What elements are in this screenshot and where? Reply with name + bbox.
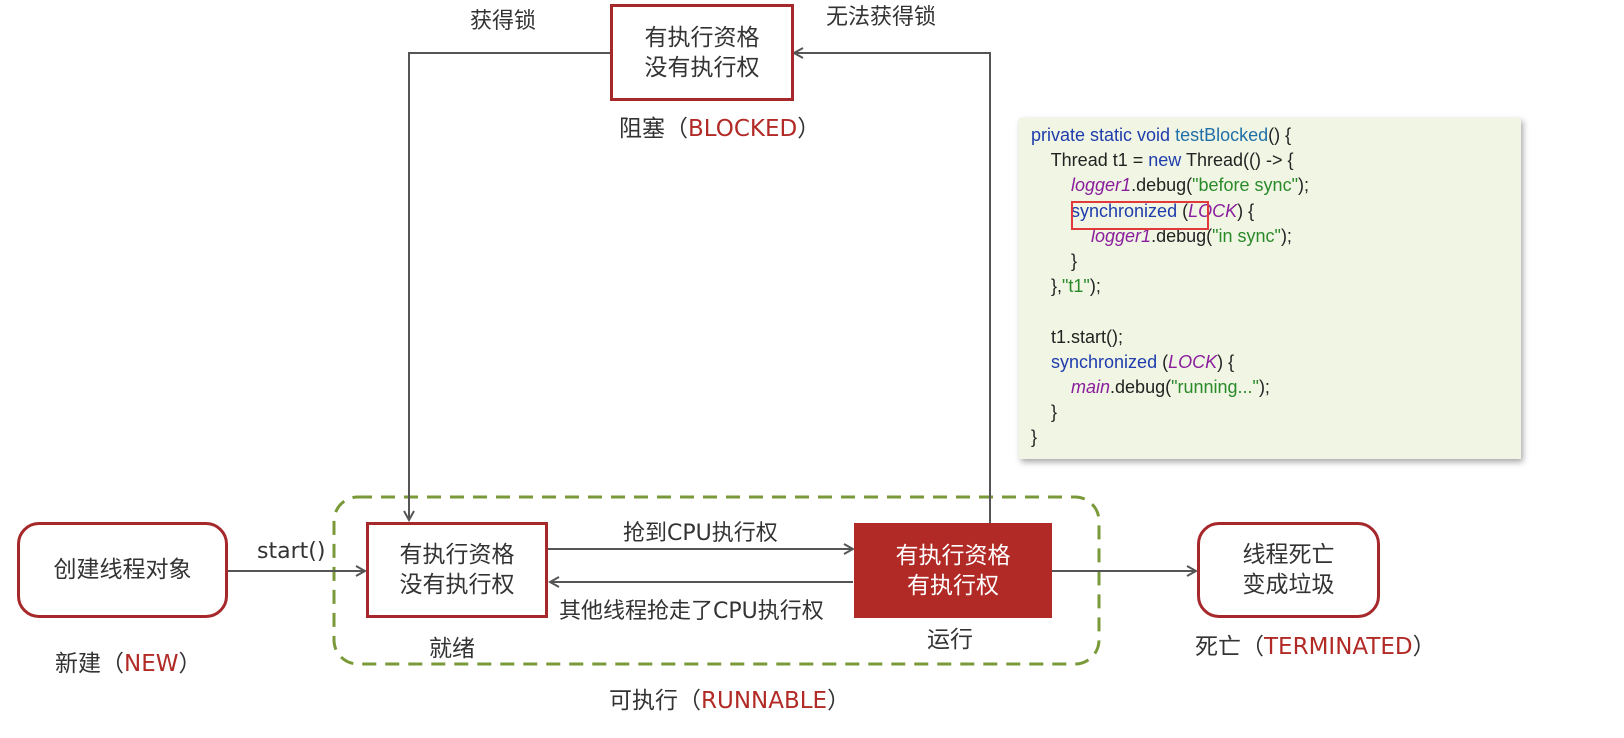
code-token: "running..." bbox=[1171, 376, 1259, 397]
ready-box-line-1: 有执行资格 bbox=[399, 542, 515, 568]
runnable-label-close: ） bbox=[827, 688, 851, 714]
new-box-text: 创建线程对象 bbox=[53, 557, 192, 583]
terminated-state-box: 线程死亡 变成垃圾 bbox=[1197, 522, 1380, 618]
code-token: LOCK bbox=[1168, 351, 1218, 372]
ready-state-label: 就绪 bbox=[429, 636, 475, 662]
new-state-box: 创建线程对象 bbox=[17, 522, 228, 618]
code-token: "in sync" bbox=[1212, 225, 1281, 246]
code-token: private static void bbox=[1031, 125, 1176, 145]
blocked-state-label: 阻塞（BLOCKED） bbox=[619, 115, 820, 143]
code-line: t1.start(); bbox=[1031, 325, 1521, 350]
grab-cpu-label: 抢到CPU执行权 bbox=[623, 521, 778, 546]
code-token: LOCK bbox=[1188, 200, 1238, 221]
blocked-label-en: BLOCKED bbox=[688, 116, 798, 142]
new-label-en: NEW bbox=[124, 651, 179, 677]
new-label-close: ） bbox=[178, 651, 202, 677]
code-token: ); bbox=[1089, 276, 1101, 297]
code-line: main.debug("running..."); bbox=[1031, 375, 1521, 400]
code-token: main bbox=[1071, 376, 1111, 397]
code-token: synchronized bbox=[1071, 200, 1183, 221]
arrow-acquire-lock bbox=[409, 52, 610, 520]
fail-lock-label: 无法获得锁 bbox=[826, 5, 937, 30]
runnable-label-cn: 可执行（ bbox=[609, 688, 701, 714]
code-token: ); bbox=[1280, 225, 1292, 246]
blocked-box-line-1: 有执行资格 bbox=[644, 24, 760, 51]
code-token: Thread t1 = bbox=[1031, 150, 1149, 171]
lose-cpu-label: 其他线程抢走了CPU执行权 bbox=[559, 599, 824, 624]
runnable-group-label: 可执行（RUNNABLE） bbox=[609, 687, 850, 715]
code-line: logger1.debug("before sync"); bbox=[1031, 173, 1521, 198]
acquire-lock-label: 获得锁 bbox=[470, 9, 537, 34]
code-token: "before sync" bbox=[1192, 175, 1298, 196]
code-line bbox=[1031, 299, 1521, 324]
arrow-fail-lock bbox=[794, 53, 991, 523]
code-panel: private static void testBlocked() { Thre… bbox=[1019, 118, 1521, 459]
ready-state-box: 有执行资格 没有执行权 bbox=[366, 522, 548, 618]
code-line: logger1.debug("in sync"); bbox=[1031, 224, 1521, 249]
code-token: ( bbox=[1182, 200, 1189, 221]
code-token: ( bbox=[1162, 351, 1169, 372]
code-token bbox=[1031, 377, 1071, 397]
running-box-line-2: 有执行权 bbox=[907, 572, 999, 599]
code-token: synchronized bbox=[1051, 351, 1163, 372]
blocked-label-cn: 阻塞（ bbox=[619, 116, 688, 142]
code-line: } bbox=[1031, 425, 1521, 450]
code-line: synchronized (LOCK) { bbox=[1031, 350, 1521, 375]
terminated-box-line-1: 线程死亡 bbox=[1242, 542, 1335, 568]
code-token: testBlocked bbox=[1175, 125, 1269, 145]
code-token: t1.start(); bbox=[1031, 326, 1124, 347]
code-line: private static void testBlocked() { bbox=[1031, 123, 1521, 148]
new-state-label: 新建（NEW） bbox=[55, 650, 201, 678]
code-token: ); bbox=[1297, 175, 1309, 196]
running-box-line-1: 有执行资格 bbox=[895, 542, 1011, 569]
code-token: ) { bbox=[1217, 351, 1235, 372]
code-token bbox=[1031, 352, 1051, 372]
runnable-label-en: RUNNABLE bbox=[701, 688, 828, 714]
terminated-box-line-2: 变成垃圾 bbox=[1242, 572, 1335, 598]
code-line: } bbox=[1031, 400, 1521, 425]
blocked-box-line-2: 没有执行权 bbox=[644, 54, 760, 81]
code-line: },"t1"); bbox=[1031, 274, 1521, 299]
code-line: Thread t1 = new Thread(() -> { bbox=[1031, 148, 1521, 173]
code-token: } bbox=[1031, 250, 1078, 271]
code-token: ) { bbox=[1237, 200, 1255, 221]
runnable-group-border bbox=[332, 495, 1101, 666]
ready-box-line-2: 没有执行权 bbox=[399, 572, 515, 598]
blocked-label-close: ） bbox=[797, 116, 821, 142]
code-token bbox=[1031, 175, 1071, 195]
code-line: synchronized (LOCK) { bbox=[1031, 199, 1521, 224]
running-state-label: 运行 bbox=[927, 627, 973, 653]
code-token: Thread(() -> { bbox=[1185, 150, 1294, 171]
code-line: } bbox=[1031, 249, 1521, 274]
blocked-state-box: 有执行资格 没有执行权 bbox=[610, 4, 794, 101]
terminated-label-en: TERMINATED bbox=[1264, 634, 1413, 660]
code-token: logger1 bbox=[1091, 225, 1152, 246]
code-token: () { bbox=[1268, 125, 1292, 145]
terminated-label-close: ） bbox=[1412, 634, 1436, 660]
terminated-state-label: 死亡（TERMINATED） bbox=[1195, 633, 1436, 661]
code-token: ); bbox=[1258, 376, 1270, 397]
running-state-box: 有执行资格 有执行权 bbox=[854, 523, 1052, 618]
code-token: .debug( bbox=[1131, 175, 1193, 196]
code-token: logger1 bbox=[1071, 175, 1132, 196]
start-label: start() bbox=[257, 539, 326, 564]
code-token: } bbox=[1031, 427, 1038, 448]
code-token bbox=[1031, 201, 1071, 221]
code-token: } bbox=[1031, 402, 1058, 423]
code-token: }, bbox=[1031, 276, 1063, 297]
code-token: .debug( bbox=[1151, 225, 1213, 246]
code-token: new bbox=[1148, 150, 1186, 171]
code-token: .debug( bbox=[1110, 376, 1172, 397]
terminated-label-cn: 死亡（ bbox=[1195, 634, 1264, 660]
synchronized-highlight-box bbox=[1071, 201, 1209, 230]
new-label-cn: 新建（ bbox=[55, 651, 124, 677]
code-token: "t1" bbox=[1062, 276, 1090, 297]
